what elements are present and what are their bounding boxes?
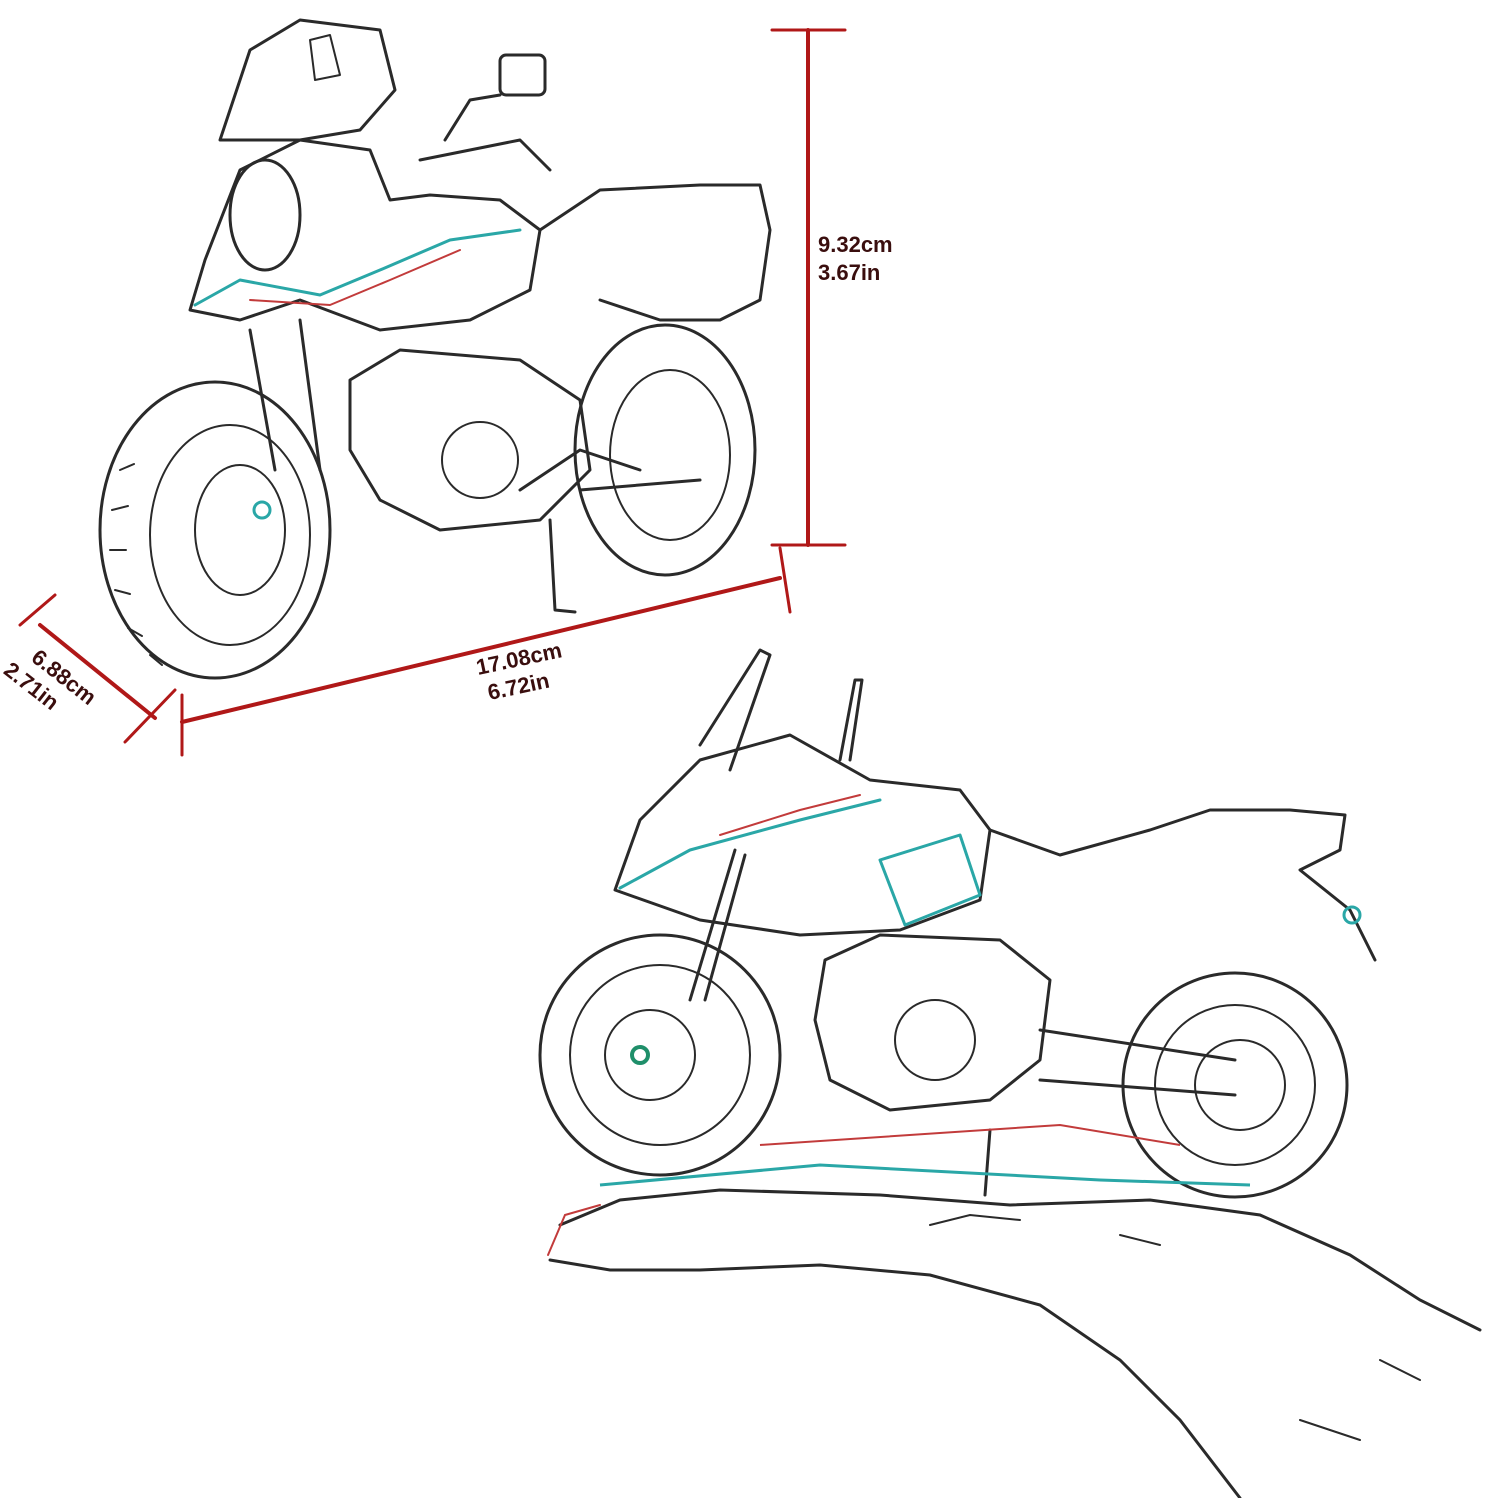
side-front-wheel <box>538 933 782 1177</box>
seat-and-tail <box>538 183 772 322</box>
front-brake-disc <box>194 464 286 596</box>
side-windscreen <box>698 648 772 772</box>
dimension-labels: 9.32cm 3.67in 17.08cm 6.72in 6.88cm 2.71… <box>0 232 893 715</box>
side-fairing <box>613 733 992 937</box>
motorcycle-front-three-quarter-sketch <box>98 18 772 680</box>
side-engine <box>813 933 1052 1112</box>
width-dimension-line <box>38 623 157 720</box>
side-seat-and-tail <box>988 808 1377 962</box>
windscreen <box>218 18 397 142</box>
headlight <box>228 158 302 272</box>
side-rear-wheel <box>1121 971 1349 1199</box>
front-wheel-rim <box>149 424 311 646</box>
front-wheel <box>98 380 332 680</box>
height-metric-label: 9.32cm <box>818 232 893 257</box>
engine <box>348 348 592 532</box>
display-base <box>599 1123 1251 1187</box>
dimension-lines <box>18 28 847 757</box>
motorcycle-side-view-sketch <box>538 648 1377 1199</box>
rear-wheel <box>573 323 757 577</box>
mirror <box>498 53 547 97</box>
height-imperial-label: 3.67in <box>818 260 880 285</box>
length-dimension-line <box>180 576 782 724</box>
hand-sketch <box>547 1188 1482 1498</box>
